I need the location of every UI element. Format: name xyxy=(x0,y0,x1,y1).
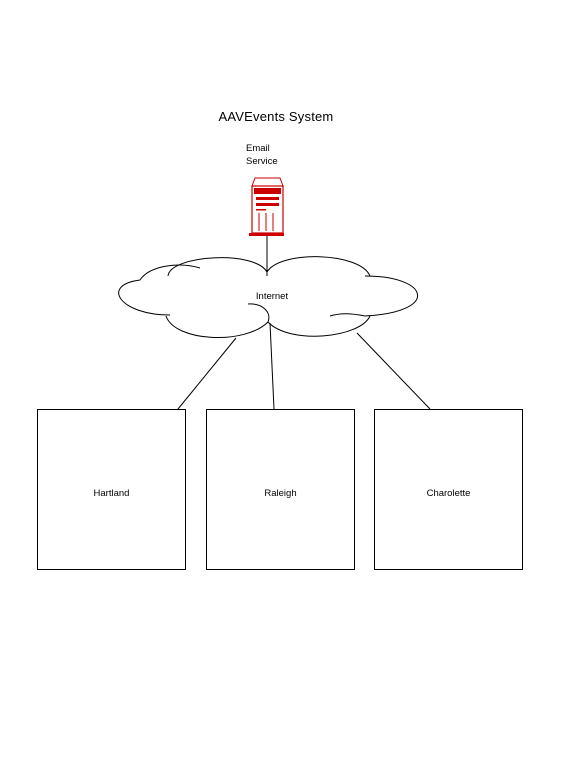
email-service-label-line1: Email xyxy=(246,143,270,154)
site-label-hartland: Hartland xyxy=(93,488,130,499)
email-service-label: Email Service xyxy=(246,142,306,168)
internet-label: Internet xyxy=(255,291,289,302)
cloud-hartland-connector xyxy=(177,337,237,410)
site-box-charolette: Charolette xyxy=(374,409,523,570)
email-service-label-line2: Service xyxy=(246,156,278,167)
site-label-charolette: Charolette xyxy=(426,488,471,499)
cloud-icon xyxy=(118,256,418,338)
cloud-raleigh-connector xyxy=(269,322,275,410)
diagram-title: AAVEvents System xyxy=(218,109,334,124)
site-label-raleigh: Raleigh xyxy=(264,488,297,499)
site-box-raleigh: Raleigh xyxy=(206,409,355,570)
server-icon xyxy=(249,177,284,236)
cloud-charolette-connector xyxy=(356,332,431,410)
site-box-hartland: Hartland xyxy=(37,409,186,570)
